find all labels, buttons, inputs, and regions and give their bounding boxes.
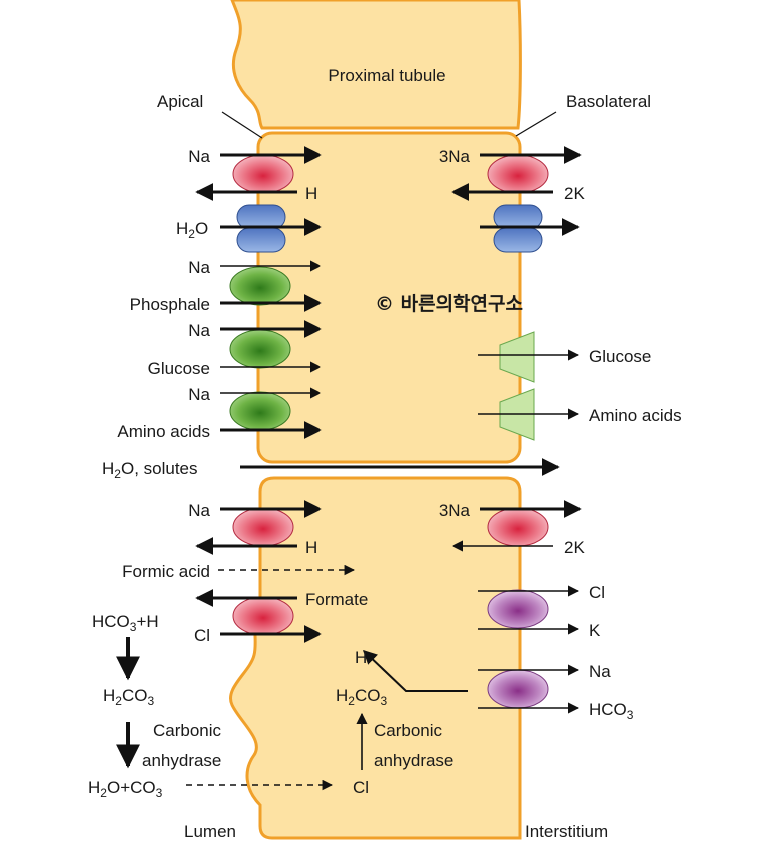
interstitium-label: Interstitium	[525, 822, 608, 841]
label-glucose-apical: Glucose	[148, 359, 210, 378]
label-h2co3-cell: H2CO3	[336, 686, 387, 708]
label-na-4: Na	[188, 385, 210, 404]
label-carbonic-cell-2: anhydrase	[374, 751, 453, 770]
label-h2o-apical: H2O	[176, 219, 208, 241]
lumen-label: Lumen	[184, 822, 236, 841]
aquaporin-basolateral	[493, 204, 543, 253]
label-na-1: Na	[188, 147, 210, 166]
label-h2o-co3: H2O+CO3	[88, 778, 163, 800]
label-cl-baso: Cl	[589, 583, 605, 602]
label-amino-apical: Amino acids	[117, 422, 210, 441]
label-carbonic-lumen-1: Carbonic	[153, 721, 222, 740]
label-h-1: H	[305, 184, 317, 203]
label-paracellular: H2O, solutes	[102, 459, 198, 481]
label-glucose-baso: Glucose	[589, 347, 651, 366]
label-hco3-baso: HCO3	[589, 700, 634, 722]
cl-formate-exchanger	[232, 596, 294, 636]
label-formic-acid: Formic acid	[122, 562, 210, 581]
tubule-top-cell	[230, 0, 522, 130]
label-na-lower: Na	[188, 501, 210, 520]
na-k-pump-lower	[487, 507, 549, 547]
basolateral-label: Basolateral	[566, 92, 651, 111]
label-na-2: Na	[188, 258, 210, 277]
na-phosphate-symporter	[229, 266, 291, 306]
label-3na-upper: 3Na	[439, 147, 471, 166]
glucose-uniporter	[499, 331, 535, 383]
basolateral-pointer	[515, 111, 557, 137]
tubule-title: Proximal tubule	[328, 66, 445, 85]
na-h-exchanger-lower	[232, 507, 294, 547]
na-amino-acid-symporter	[229, 391, 291, 431]
label-h2co3-lumen: H2CO3	[103, 686, 154, 708]
label-hco3-h: HCO3+H	[92, 612, 159, 634]
na-hco3-cotransporter	[487, 669, 549, 709]
label-h-lower: H	[305, 538, 317, 557]
label-na-baso: Na	[589, 662, 611, 681]
na-k-pump-upper	[487, 154, 549, 194]
label-phosphate: Phosphale	[130, 295, 210, 314]
apical-label: Apical	[157, 92, 203, 111]
label-formate: Formate	[305, 590, 368, 609]
label-cl-cell: Cl	[353, 778, 369, 797]
label-h-cell: H	[355, 648, 367, 667]
label-cl-apical: Cl	[194, 626, 210, 645]
label-2k-lower: 2K	[564, 538, 585, 557]
label-carbonic-lumen-2: anhydrase	[142, 751, 221, 770]
label-na-3: Na	[188, 321, 210, 340]
label-3na-lower: 3Na	[439, 501, 471, 520]
watermark: © 바른의학연구소	[375, 293, 523, 315]
apical-pointer	[221, 111, 263, 139]
label-amino-baso: Amino acids	[589, 406, 682, 425]
na-glucose-symporter	[229, 329, 291, 369]
arrow-h-recycle	[362, 650, 468, 692]
label-carbonic-cell-1: Carbonic	[374, 721, 443, 740]
na-h-exchanger-apical	[232, 154, 294, 194]
label-2k-upper: 2K	[564, 184, 585, 203]
k-cl-cotransporter	[487, 589, 549, 629]
label-k-baso: K	[589, 621, 601, 640]
